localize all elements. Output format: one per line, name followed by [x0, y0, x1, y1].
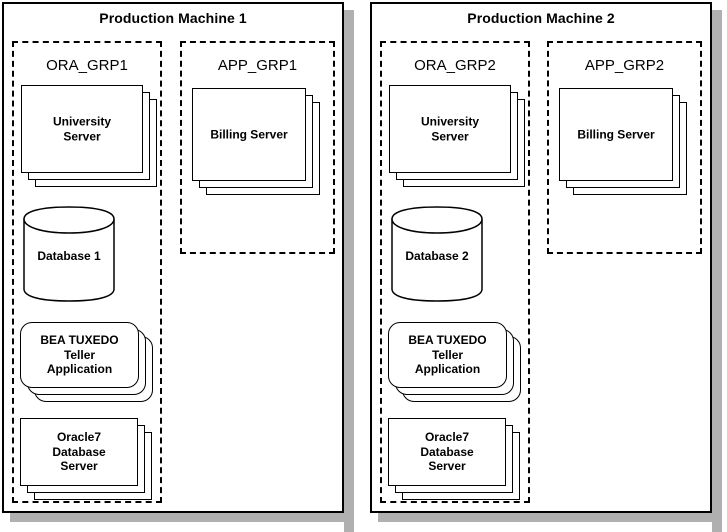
node-sheet-front: Billing Server	[559, 88, 673, 181]
machine-2-title: Production Machine 2	[467, 10, 615, 26]
node-sheet-front: Oracle7 Database Server	[388, 418, 506, 486]
group-ora-grp1[interactable]: ORA_GRP1	[12, 41, 162, 503]
node-label: University Server	[420, 114, 480, 143]
node-sheet-front: BEA TUXEDO Teller Application	[20, 322, 139, 388]
group-app-grp1-title: APP_GRP1	[217, 57, 298, 74]
node-label: University Server	[52, 114, 112, 143]
node-label: BEA TUXEDO Teller Application	[408, 333, 487, 377]
machine-2-shadow	[712, 10, 722, 532]
cylinder-shape	[391, 206, 483, 302]
group-app-grp2[interactable]: APP_GRP2	[547, 41, 702, 254]
node-sheet-front: University Server	[389, 85, 511, 173]
node-university-server-1[interactable]: University Server	[21, 85, 157, 187]
group-app-grp1[interactable]: APP_GRP1	[180, 41, 335, 254]
node-label: Oracle7 Database Server	[52, 430, 106, 474]
node-oracle7-database-server-1[interactable]: Oracle7 Database Server	[20, 418, 156, 500]
node-sheet-front: University Server	[21, 85, 143, 173]
node-label: Billing Server	[210, 127, 288, 142]
group-ora-grp2[interactable]: ORA_GRP2	[380, 41, 530, 503]
group-app-grp2-title: APP_GRP2	[584, 57, 665, 74]
machine-1-shadow	[344, 10, 354, 532]
node-billing-server-2[interactable]: Billing Server	[559, 88, 687, 195]
node-university-server-2[interactable]: University Server	[389, 85, 525, 187]
node-sheet-front: Oracle7 Database Server	[20, 418, 138, 486]
node-sheet-front: BEA TUXEDO Teller Application	[388, 322, 507, 388]
group-ora-grp1-title: ORA_GRP1	[46, 57, 128, 74]
cylinder-shape	[23, 206, 115, 302]
machine-1-shadow-bottom	[10, 512, 354, 522]
node-sheet-front: Billing Server	[192, 88, 306, 181]
group-ora-grp2-title: ORA_GRP2	[414, 57, 496, 74]
node-label: BEA TUXEDO Teller Application	[40, 333, 119, 377]
machine-1-title: Production Machine 1	[99, 10, 247, 26]
node-database-1[interactable]: Database 1	[22, 205, 116, 303]
node-billing-server-1[interactable]: Billing Server	[192, 88, 320, 195]
node-database-2[interactable]: Database 2	[390, 205, 484, 303]
node-label: Database 2	[405, 248, 469, 263]
node-label: Database 1	[37, 248, 101, 263]
node-bea-tuxedo-teller-application-2[interactable]: BEA TUXEDO Teller Application	[388, 322, 524, 402]
node-label: Oracle7 Database Server	[420, 430, 474, 474]
node-oracle7-database-server-2[interactable]: Oracle7 Database Server	[388, 418, 524, 500]
node-label: Billing Server	[577, 127, 655, 142]
node-bea-tuxedo-teller-application-1[interactable]: BEA TUXEDO Teller Application	[20, 322, 156, 402]
machine-2-shadow-bottom	[378, 512, 722, 522]
